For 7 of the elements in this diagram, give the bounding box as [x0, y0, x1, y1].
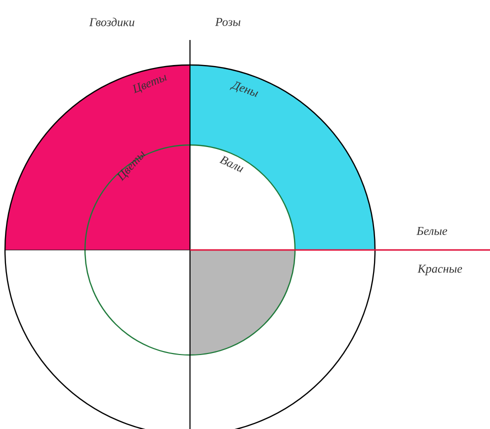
axis-label: Белые — [416, 227, 448, 235]
axis-label: Гвоздики — [89, 18, 134, 26]
region-label: Цветы — [132, 74, 168, 94]
region-label: Вали — [219, 156, 244, 172]
region-label: Дены — [230, 81, 258, 97]
axis-label: Красные — [418, 264, 462, 276]
axis-label: Розы — [215, 18, 240, 26]
